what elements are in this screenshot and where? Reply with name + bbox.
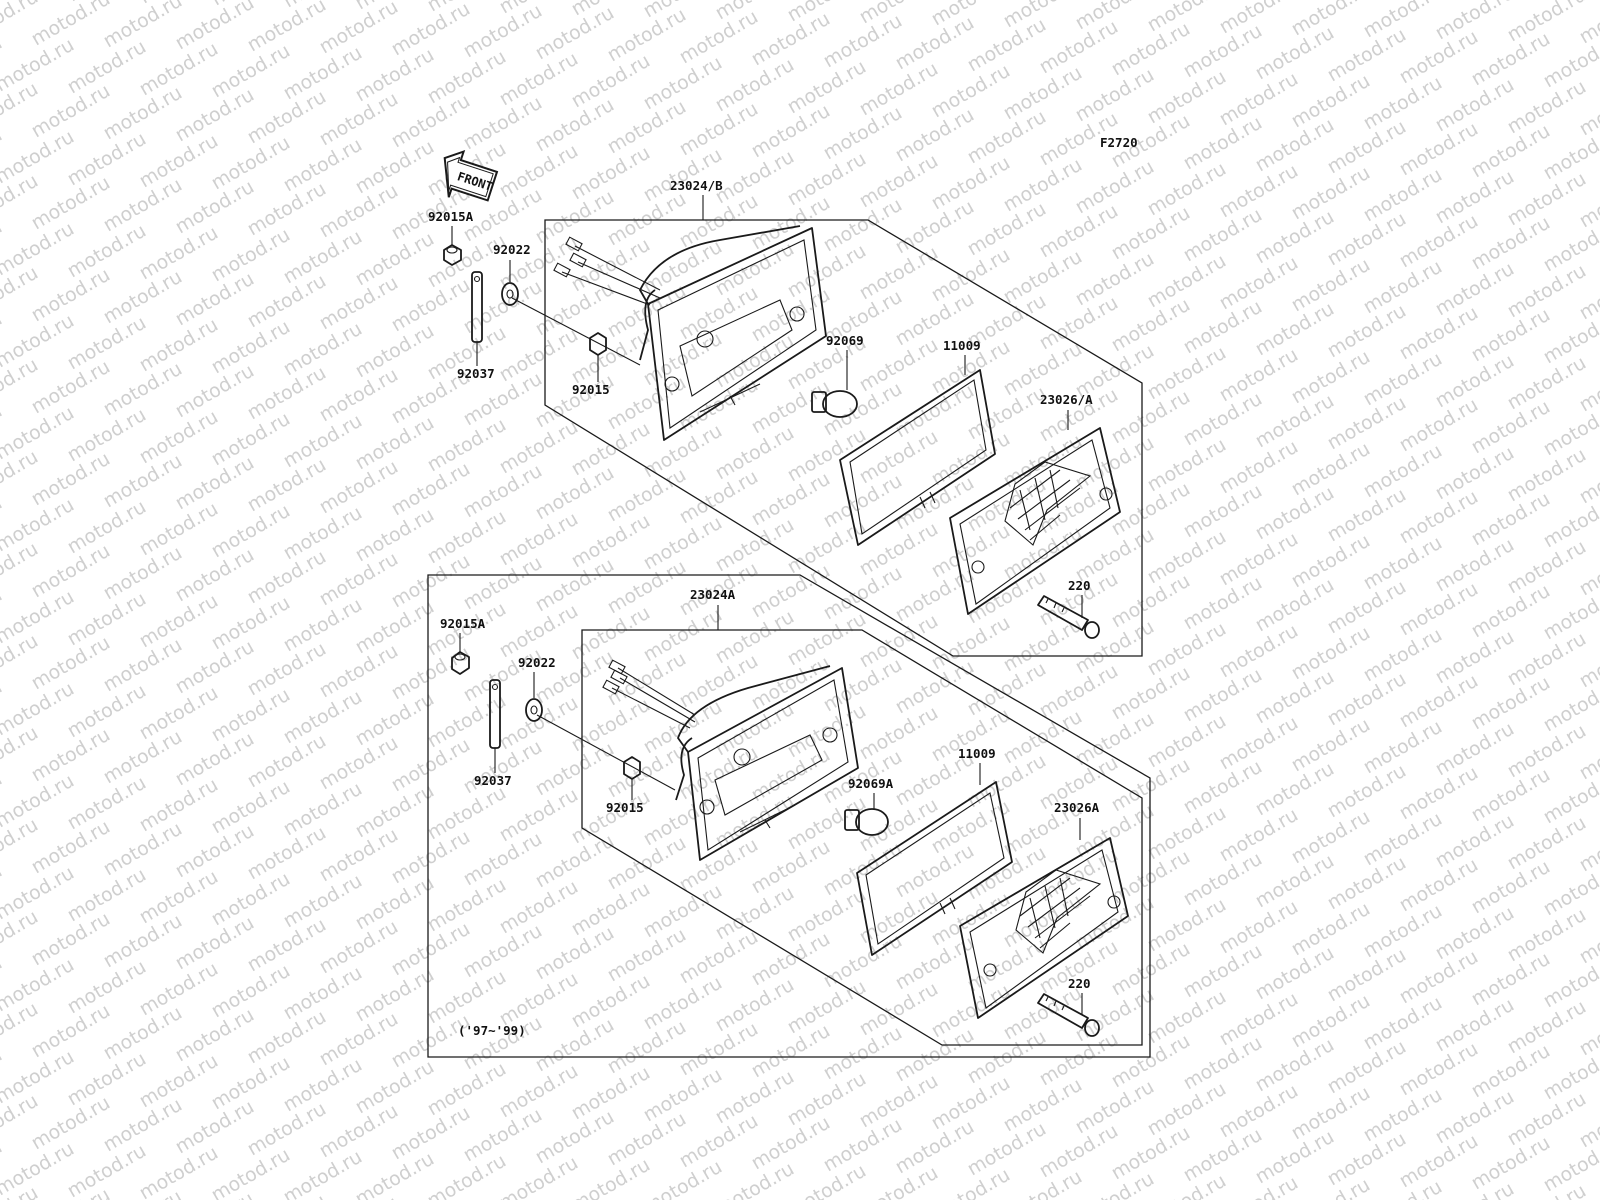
label-92015-upper: 92015 bbox=[572, 382, 610, 397]
label-23026-a-upper: 23026/A bbox=[1040, 392, 1093, 407]
label-11009-upper: 11009 bbox=[943, 338, 981, 353]
label-92015a-upper: 92015A bbox=[428, 209, 474, 224]
label-23024-b: 23024/B bbox=[670, 178, 723, 193]
label-92022-lower: 92022 bbox=[518, 655, 556, 670]
label-11009-lower: 11009 bbox=[958, 746, 996, 761]
year-range-note: ('97~'99) bbox=[458, 1023, 526, 1038]
label-92037-lower: 92037 bbox=[474, 773, 512, 788]
figure-code: F2720 bbox=[1100, 135, 1138, 150]
label-92069: 92069 bbox=[826, 333, 864, 348]
label-92015a-lower: 92015A bbox=[440, 616, 486, 631]
label-23024a: 23024A bbox=[690, 587, 736, 602]
label-220-lower: 220 bbox=[1068, 976, 1091, 991]
label-92037-upper: 92037 bbox=[457, 366, 495, 381]
label-92022-upper: 92022 bbox=[493, 242, 531, 257]
label-92015-lower: 92015 bbox=[606, 800, 644, 815]
label-23026a-lower: 23026A bbox=[1054, 800, 1100, 815]
label-220-upper: 220 bbox=[1068, 578, 1091, 593]
label-92069a: 92069A bbox=[848, 776, 894, 791]
